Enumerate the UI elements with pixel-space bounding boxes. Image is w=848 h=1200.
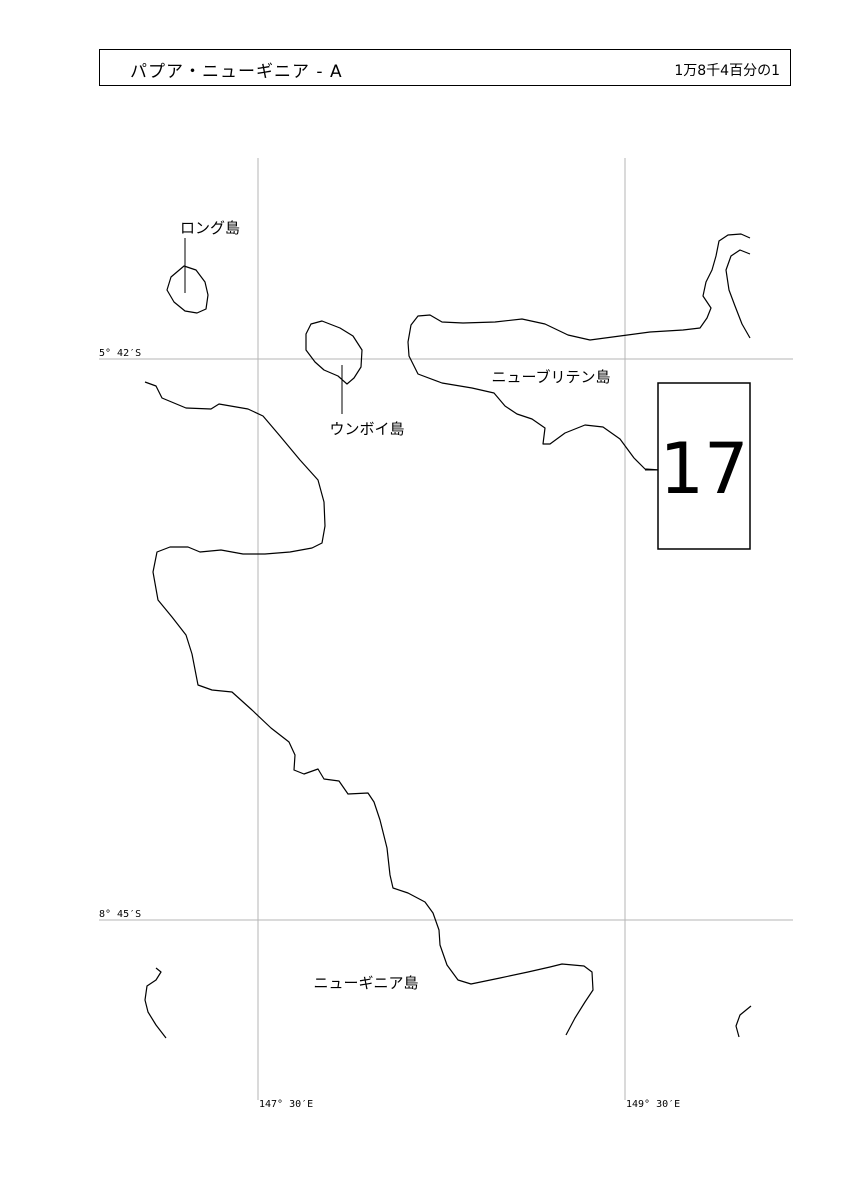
- label-new-guinea: ニューギニア島: [313, 974, 418, 992]
- label-long-island: ロング島: [180, 219, 240, 237]
- se-coast-fragment: [735, 1005, 752, 1038]
- label-new-britain: ニューブリテン島: [491, 368, 610, 386]
- lon-label-right: 149° 30′E: [626, 1099, 680, 1110]
- map-scale: 1万8千4百分の1: [674, 63, 780, 79]
- sheet-17-box: [657, 382, 751, 550]
- graticule: [99, 158, 793, 1100]
- long-island-coast: [166, 265, 209, 314]
- leader-lines: [184, 238, 659, 471]
- lat-label-bottom: 8° 45′S: [99, 909, 141, 920]
- new-britain-coast-east: [725, 249, 751, 339]
- sw-coast-fragment: [144, 967, 167, 1039]
- title-bar: パプア・ニューギニア - A 1万8千4百分の1: [99, 49, 791, 86]
- new-britain-coast: [407, 233, 751, 471]
- lat-label-top: 5° 42′S: [99, 348, 141, 359]
- new-guinea-coast: [144, 381, 594, 1036]
- map-title: パプア・ニューギニア - A: [130, 62, 343, 82]
- umboi-island-coast: [305, 320, 363, 385]
- coastlines: [144, 233, 752, 1039]
- sheet-number: 17: [659, 428, 748, 510]
- lon-label-left: 147° 30′E: [259, 1099, 313, 1110]
- label-umboi-island: ウンボイ島: [329, 420, 404, 438]
